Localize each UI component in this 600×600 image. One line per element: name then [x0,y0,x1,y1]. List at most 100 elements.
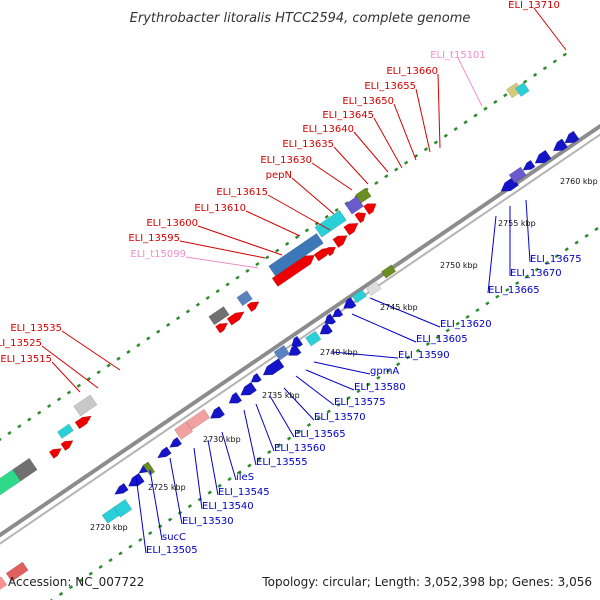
reverse-gene-label: ELI_13620 [440,319,492,330]
leader-line [269,395,295,438]
forward-gene [215,322,229,334]
leader-line [533,7,567,51]
scale-label: 2720 kbp [90,523,128,532]
scale-tick [88,571,93,576]
reverse-gene-label: ELI_13545 [218,487,270,498]
leader-line [283,387,315,421]
forward-gene [12,457,38,482]
scale-tick [167,517,173,522]
reverse-gene [291,335,304,347]
scale-tick [316,416,321,421]
reverse-gene-label: ELI_13540 [202,501,254,512]
leader-line [61,330,121,371]
scale-tick [284,241,290,246]
scale-tick [296,429,302,434]
scale-tick [386,368,391,373]
leader-line-layer [41,7,567,554]
leader-line [331,351,399,359]
scale-tick [326,409,331,414]
scale-tick [384,174,389,179]
leader-line [149,469,163,541]
scale-tick [463,120,468,125]
reverse-gene [343,297,357,309]
scale-label: 2725 kbp [148,483,186,492]
reverse-gene-label: ELI_13605 [416,334,468,345]
scale-tick [584,233,589,238]
leader-line [353,131,389,173]
scale-tick [336,402,341,407]
forward-gene [355,187,372,204]
forward-gene-label: ELI_13525 [0,338,42,349]
scale-tick [294,235,300,240]
scale-tick [136,343,141,348]
forward-gene [268,233,324,277]
scale-label: 2740 kbp [320,348,358,357]
leader-line [185,256,259,269]
scale-tick [574,240,579,245]
forward-gene-label: ELI_13610 [194,203,246,214]
gene-label-layer: ELI_13515ELI_13525ELI_13535ELI_t15099ELI… [0,0,582,556]
scale-tick [564,247,569,252]
forward-gene [354,212,367,224]
forward-gene [332,235,348,248]
reverse-gene-label: ELI_13670 [510,268,562,279]
scale-tick [485,301,490,306]
reverse-gene-label: gpmA [370,366,399,377]
leader-line [221,431,237,481]
reverse-gene [169,436,183,448]
forward-gene [57,423,74,439]
forward-gene [226,311,245,326]
forward-gene [343,223,359,236]
forward-gene [324,246,336,257]
scale-tick [68,585,74,590]
leader-line [369,297,441,328]
map-title: Erythrobacter litoralis HTCC2594, comple… [130,11,471,26]
scale-tick [37,410,42,415]
reverse-gene-label: ELI_13560 [274,443,326,454]
scale-tick [98,564,103,569]
scale-tick [17,424,22,429]
scale-tick [46,403,52,409]
forward-gene [236,290,253,307]
leader-line [193,447,203,510]
reverse-gene [332,307,344,318]
leader-line [457,57,483,107]
scale-tick [374,180,379,186]
scale-tick [237,470,242,475]
backbone-strand [0,133,600,545]
reverse-gene [185,408,211,431]
leader-line [169,457,183,525]
leader-line [245,210,301,237]
scale-tick [86,376,91,381]
scale-tick [126,349,131,354]
scale-tick [344,201,349,206]
forward-gene [363,203,377,215]
reverse-gene [113,499,133,518]
scale-tick [346,395,351,400]
reverse-gene [552,138,568,152]
forward-gene-label: ELI_13640 [302,124,354,135]
scale-tick [76,383,82,388]
forward-gene-label: ELI_13600 [146,218,198,229]
scale-tick [394,167,399,172]
leader-line [305,369,355,391]
reverse-gene-label: ELI_13565 [294,429,346,440]
scale-tick [483,106,488,111]
gene-layer [0,82,580,590]
reverse-gene [114,482,129,495]
scale-tick [306,422,312,428]
scale-tick [118,551,123,556]
scale-tick [27,417,32,422]
scale-label: 2735 kbp [262,391,300,400]
scale-tick [445,328,450,333]
scale-tick [116,356,121,361]
scale-tick [356,389,361,394]
scale-tick [227,477,232,482]
scale-tick [235,275,240,280]
scale-tick [207,490,212,495]
scale-tick [544,260,550,265]
forward-gene-label: ELI_13650 [342,96,394,107]
forward-gene-label: ELI_13635 [282,139,334,150]
scale-tick [108,558,113,563]
reverse-gene [319,322,333,335]
